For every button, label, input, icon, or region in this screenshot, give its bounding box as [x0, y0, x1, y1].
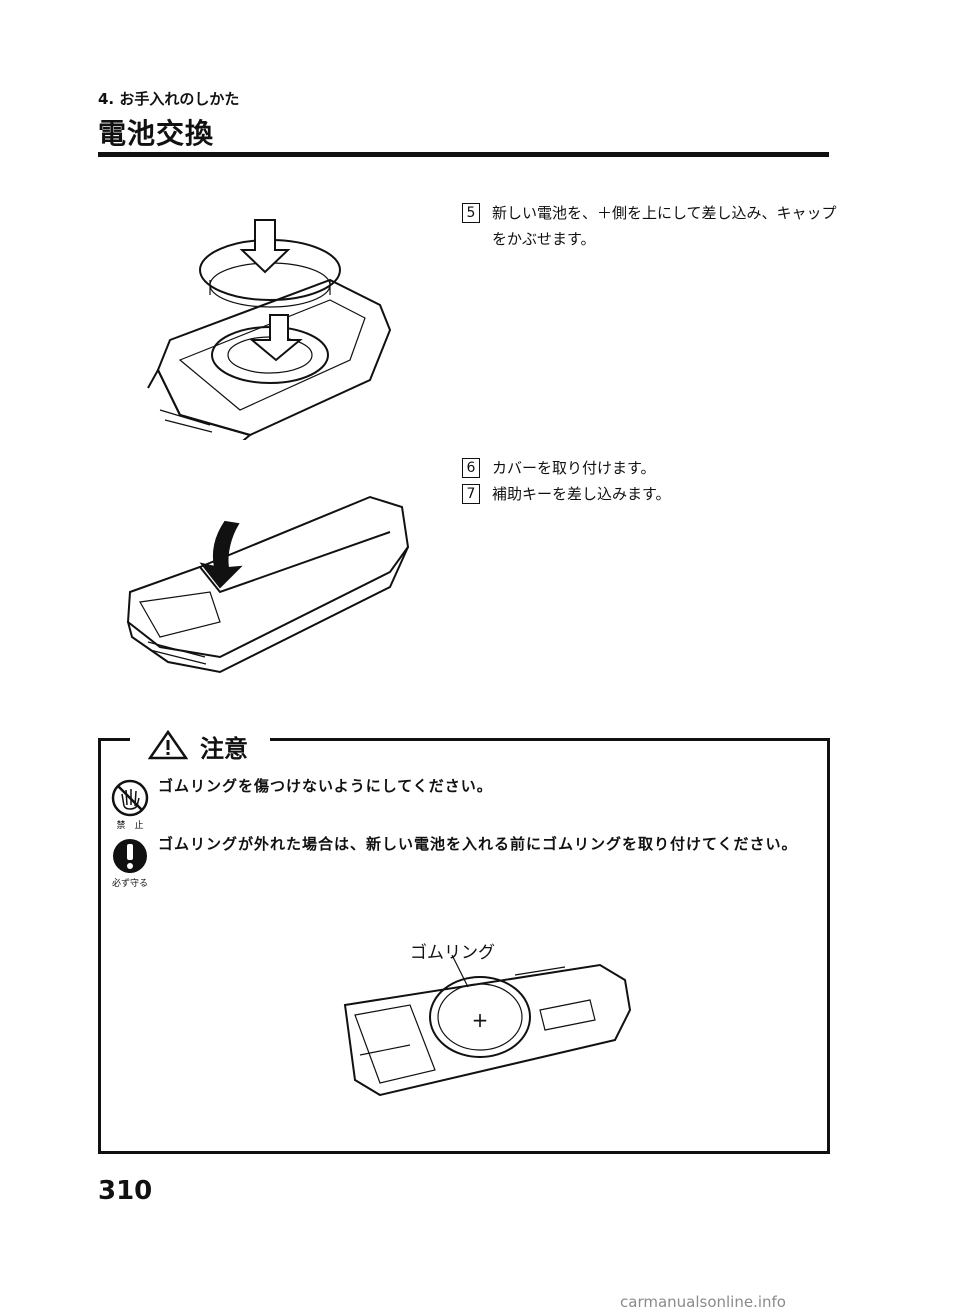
icon-caption: 必ず守る [111, 879, 148, 889]
step-text: 補助キーを差し込みます。 [492, 485, 671, 503]
caution-title: 注意 [200, 735, 248, 763]
step-6: 6 カバーを取り付けます。 [462, 455, 837, 481]
icon-caption: 禁 止 [116, 821, 144, 831]
prohibited-hand-icon [111, 779, 149, 817]
step-text: 新しい電池を、＋側を上にして差し込み、キャップをかぶせます。 [492, 204, 837, 248]
cover-attach-illustration [126, 495, 410, 674]
caution-box [98, 738, 830, 1154]
step-5: 5 新しい電池を、＋側を上にして差し込み、キャップをかぶせます。 [462, 200, 837, 252]
title-rule [98, 152, 829, 157]
page-number: 310 [98, 1176, 153, 1206]
step-number: 7 [462, 484, 480, 504]
rubber-ring-illustration: + [343, 955, 632, 1097]
svg-text:+: + [472, 1008, 489, 1032]
step-7: 7 補助キーを差し込みます。 [462, 481, 837, 507]
watermark: carmanualsonline.info [620, 1293, 786, 1311]
caution-text-1: ゴムリングを傷つけないようにしてください。 [158, 777, 493, 795]
rubber-ring-callout: ゴムリング [410, 943, 495, 963]
step-number: 5 [462, 203, 480, 223]
caution-text-2: ゴムリングが外れた場合は、新しい電池を入れる前にゴムリングを取り付けてください。 [158, 835, 798, 853]
section-label: 4. お手入れのしかた [98, 90, 240, 108]
exclamation-icon [113, 839, 147, 873]
page-title: 電池交換 [98, 117, 215, 150]
battery-insert-illustration [147, 219, 392, 440]
step-number: 6 [462, 458, 480, 478]
step-text: カバーを取り付けます。 [492, 459, 656, 477]
warning-triangle-icon [148, 730, 188, 760]
